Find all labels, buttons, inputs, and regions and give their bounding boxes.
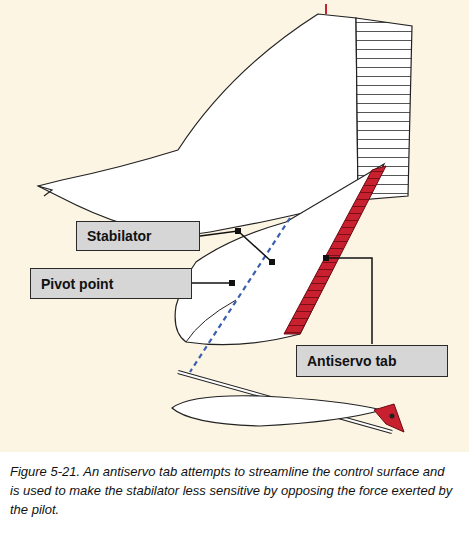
part-label: Pivot point: [31, 276, 123, 292]
label-box: Antiservo tab: [296, 345, 448, 377]
part-label: Stabilator: [77, 228, 162, 244]
label-box: Stabilator: [76, 221, 200, 251]
figure-caption: Figure 5-21. An antiservo tab attempts t…: [10, 462, 456, 519]
tail-illustration: [0, 0, 469, 452]
part-label: Antiservo tab: [297, 353, 406, 369]
label-box: Pivot point: [30, 268, 192, 299]
